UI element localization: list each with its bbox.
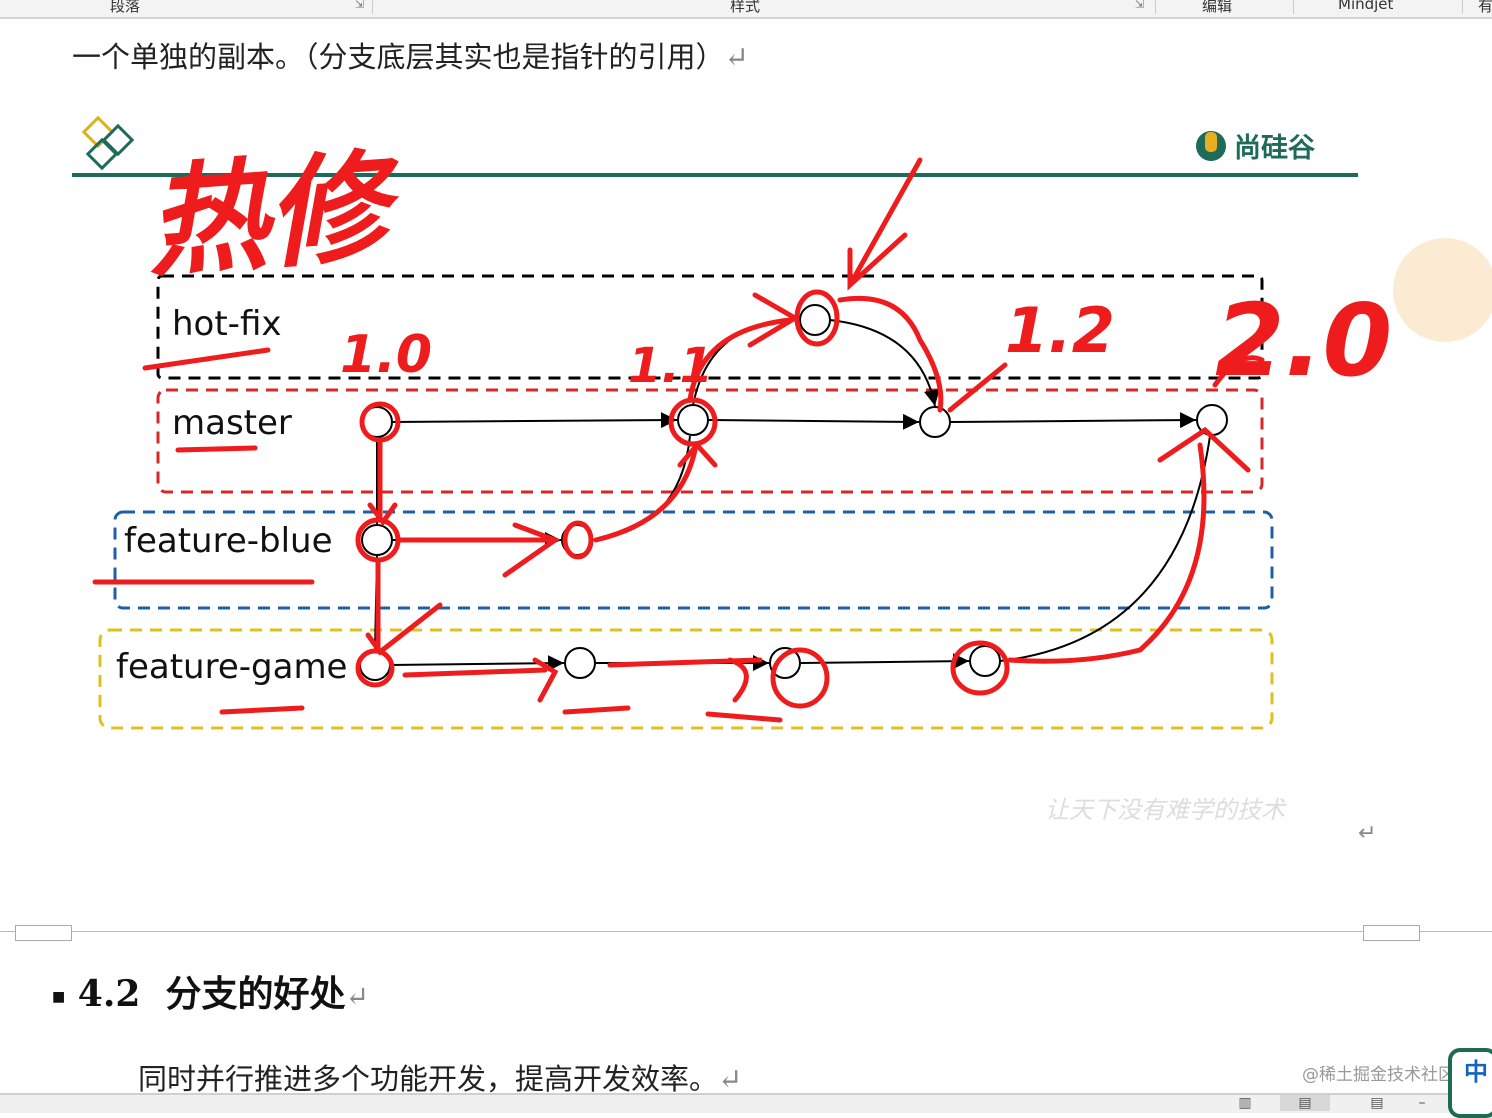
branch-label-hot-fix: hot-fix — [172, 304, 282, 344]
commit-node[interactable] — [564, 647, 596, 679]
commit-node[interactable] — [677, 404, 709, 436]
ribbon-group-labels: 段落 ⇲ 样式 ⇲ 编辑 Mindjet 有 — [0, 0, 1492, 19]
branch-label-feature-blue: feature-blue — [124, 521, 333, 561]
commit-node[interactable] — [969, 645, 1001, 677]
paragraph-mark: ↵ — [718, 1062, 743, 1096]
body-paragraph: 同时并行推进多个功能开发，提高开发效率。↵ — [138, 1056, 742, 1098]
annotation-title: 热修 — [142, 137, 407, 294]
heading-text: 分支的好处 — [165, 973, 346, 1015]
commit-node[interactable] — [769, 647, 801, 679]
commit-nodes — [359, 304, 1228, 681]
lane-feature-game — [98, 628, 1274, 730]
ribbon-group-editing[interactable]: 编辑 — [1202, 0, 1233, 15]
commit-node[interactable] — [361, 524, 393, 556]
paragraph-mark: ↵ — [1358, 821, 1376, 846]
read-mode-icon[interactable]: ▥ — [1238, 1095, 1252, 1111]
branch-diagram: 尚硅谷 hot-fix master feature-blue feature-… — [72, 115, 1492, 846]
branch-label-master: master — [172, 403, 292, 443]
ribbon-group-mindjet[interactable]: Mindjet — [1338, 0, 1394, 13]
annotation-version: 1.2 — [1005, 294, 1115, 367]
annotation-version: 1.0 — [340, 325, 432, 385]
ime-mode: 中 — [1464, 1058, 1488, 1086]
dialog-launcher-icon[interactable]: ⇲ — [1135, 0, 1145, 11]
slide-logo-icon — [81, 115, 135, 171]
margin-marker-left[interactable] — [15, 925, 72, 941]
annotation-version: 1.1 — [628, 338, 713, 394]
ime-indicator[interactable]: 中 — [1448, 1048, 1492, 1118]
zoom-out-icon[interactable]: – — [1418, 1095, 1426, 1111]
commit-node[interactable] — [799, 304, 831, 336]
commit-node[interactable] — [919, 406, 951, 438]
handwritten-annotations — [92, 157, 1265, 723]
page-break — [0, 931, 1492, 932]
brand-name: 尚硅谷 — [1234, 133, 1316, 164]
slide-watermark: 让天下没有难学的技术 — [1045, 796, 1287, 824]
heading-number: 4.2 — [77, 973, 141, 1015]
dialog-launcher-icon[interactable]: ⇲ — [355, 0, 365, 11]
branch-label-feature-game: feature-game — [116, 647, 347, 687]
paragraph-mark: ↵ — [724, 40, 749, 74]
section-heading: ■ 4.2 分支的好处↵ — [52, 965, 369, 1017]
heading-bullet-icon: ■ — [52, 989, 66, 1005]
print-layout-icon[interactable]: ▤ — [1280, 1095, 1330, 1111]
web-layout-icon[interactable]: ▤ — [1370, 1095, 1384, 1111]
margin-marker-right[interactable] — [1363, 925, 1420, 941]
lane-hot-fix — [156, 274, 1264, 380]
paragraph-mark: ↵ — [345, 980, 369, 1013]
paragraph-text: 一个单独的副本。（分支底层其实也是指针的引用） — [72, 40, 725, 74]
ribbon-group-partial[interactable]: 有 — [1478, 0, 1492, 15]
ribbon-group-styles[interactable]: 样式 — [730, 0, 761, 15]
annotation-version: 2.0 — [1215, 282, 1392, 399]
brand-logo-icon — [1196, 131, 1226, 161]
paragraph-text: 同时并行推进多个功能开发，提高开发效率。 — [138, 1062, 719, 1096]
status-bar — [0, 1093, 1492, 1113]
ribbon-group-paragraph[interactable]: 段落 — [110, 0, 141, 15]
cursor-highlight — [1393, 238, 1492, 342]
lane-feature-blue — [113, 510, 1274, 610]
document-paragraph: 一个单独的副本。（分支底层其实也是指针的引用）↵ — [72, 34, 749, 76]
lane-master — [156, 388, 1264, 494]
source-credit: @稀土掘金技术社区 — [1302, 1065, 1455, 1085]
